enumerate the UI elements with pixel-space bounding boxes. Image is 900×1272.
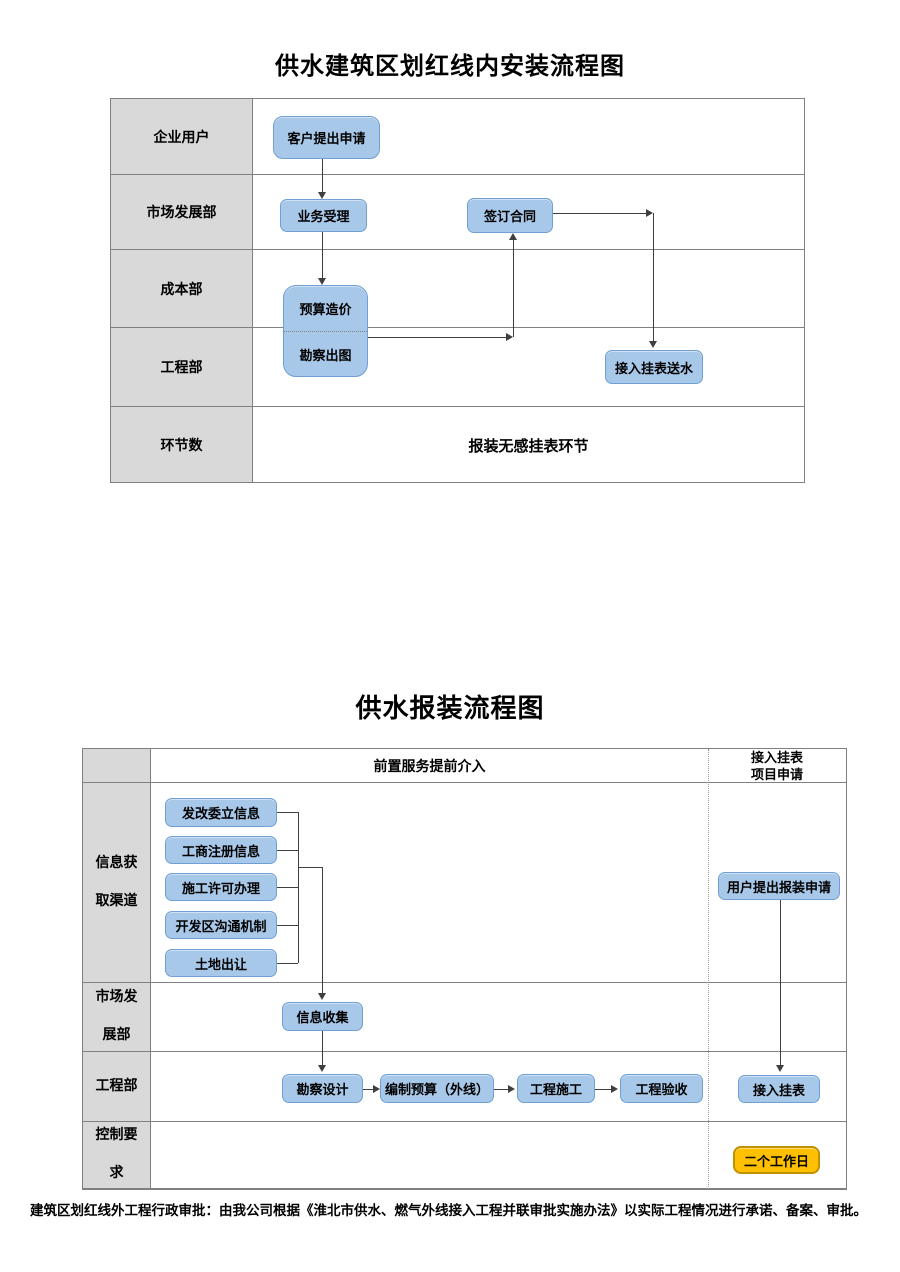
lane-label: 市场发展部: [111, 175, 253, 249]
connector-line: [553, 213, 646, 214]
footer-note: 建筑区划红线外工程行政审批：由我公司根据《淮北市供水、燃气外线接入工程并联审批实…: [30, 1203, 867, 1218]
lane-market-dev: 市场发展部: [111, 175, 804, 250]
node-budget-cost-label: 预算造价: [299, 302, 352, 317]
arrow-down-icon: [318, 993, 326, 1000]
connector-line: [595, 1089, 611, 1090]
node-sign-contract: 签订合同: [467, 198, 553, 233]
lane-label: 市场发展部: [83, 983, 151, 1051]
lane-content: [151, 983, 846, 1051]
arrow-down-icon: [318, 278, 326, 285]
arrow-down-icon: [318, 192, 326, 199]
node-construction: 工程施工: [517, 1074, 595, 1103]
arrow-down-icon: [776, 1065, 784, 1072]
lane-engineering-dept-2: 工程部: [83, 1052, 846, 1122]
connector-line: [277, 887, 298, 888]
arrow-right-icon: [611, 1085, 618, 1093]
header-row: 前置服务提前介入 接入挂表 项目申请: [83, 749, 846, 783]
lane-label: 信息获取渠道: [83, 783, 151, 982]
connector-line: [494, 1089, 508, 1090]
node-customer-apply: 客户提出申请: [273, 116, 380, 159]
node-business-reg: 工商注册信息: [165, 836, 277, 864]
lane-market-dev-2: 市场发展部: [83, 983, 846, 1052]
node-survey-drawing-label: 勘察出图: [284, 331, 367, 376]
node-acceptance: 工程验收: [620, 1074, 703, 1103]
node-land-transfer: 土地出让: [165, 949, 277, 977]
note-meter-stage: 报装无感挂表环节: [468, 438, 589, 455]
node-ndrc-info: 发改委立信息: [165, 798, 277, 827]
node-user-apply: 用户提出报装申请: [718, 872, 840, 900]
connector-line: [653, 213, 654, 341]
node-construction-permit: 施工许可办理: [165, 873, 277, 901]
node-connect-meter: 接入挂表: [738, 1075, 820, 1103]
connector-line: [780, 900, 781, 1065]
header-preservice-label: 前置服务提前介入: [373, 759, 486, 775]
lane-enterprise-user: 企业用户: [111, 99, 804, 175]
connector-line: [363, 1089, 373, 1090]
node-info-collect: 信息收集: [282, 1002, 363, 1031]
connector-line: [277, 850, 298, 851]
node-business-accept: 业务受理: [280, 199, 367, 232]
lane-engineering-dept: 工程部: [111, 328, 804, 407]
connector-line: [322, 159, 323, 193]
lane-cost-dept: 成本部: [111, 250, 804, 328]
connector-line: [298, 812, 299, 963]
arrow-up-icon: [509, 233, 517, 240]
arrow-right-icon: [373, 1085, 380, 1093]
lane-label: 企业用户: [111, 99, 253, 174]
lane-control-requirements: 控制要求: [83, 1122, 846, 1189]
header-meter-project-label: 接入挂表 项目申请: [708, 749, 846, 782]
lane-label: 成本部: [111, 250, 253, 327]
connector-line: [277, 925, 298, 926]
lane-label: 控制要求: [83, 1122, 151, 1188]
connector-line: [322, 867, 323, 993]
node-survey-design: 勘察设计: [282, 1074, 363, 1103]
arrow-right-icon: [646, 209, 653, 217]
top-swimlane-table: 企业用户 市场发展部 成本部 工程部 环节数: [110, 98, 805, 483]
arrow-down-icon: [649, 341, 657, 348]
connector-line: [322, 1031, 323, 1065]
lane-info-channels: 信息获取渠道: [83, 783, 846, 983]
connector-line: [322, 232, 323, 278]
lane-label: 工程部: [111, 328, 253, 406]
lane-label: 工程部: [83, 1052, 151, 1121]
connector-line: [277, 963, 298, 964]
arrow-right-icon: [506, 333, 513, 341]
node-devzone-comm: 开发区沟通机制: [165, 911, 277, 939]
lane-label: 环节数: [111, 407, 253, 482]
node-budget-outline: 编制预算（外线）: [380, 1074, 494, 1103]
connector-line: [277, 812, 298, 813]
header-meter-line2: 项目申请: [750, 766, 803, 782]
bottom-chart-title: 供水报装流程图: [355, 694, 545, 723]
header-empty-cell: [83, 749, 151, 782]
lane-step-count: 环节数: [111, 407, 804, 482]
header-meter-line1: 接入挂表: [750, 749, 803, 765]
dotted-column-divider: [708, 749, 709, 1189]
connector-line: [513, 240, 514, 337]
connector-line: [298, 867, 322, 868]
node-budget-survey-combo: 预算造价 勘察出图: [283, 285, 368, 377]
connector-line: [368, 337, 506, 338]
top-chart-title: 供水建筑区划红线内安装流程图: [275, 54, 625, 80]
node-connect-meter-water: 接入挂表送水: [605, 350, 703, 384]
arrow-right-icon: [508, 1085, 515, 1093]
node-two-workdays: 二个工作日: [733, 1146, 820, 1174]
arrow-down-icon: [318, 1065, 326, 1072]
